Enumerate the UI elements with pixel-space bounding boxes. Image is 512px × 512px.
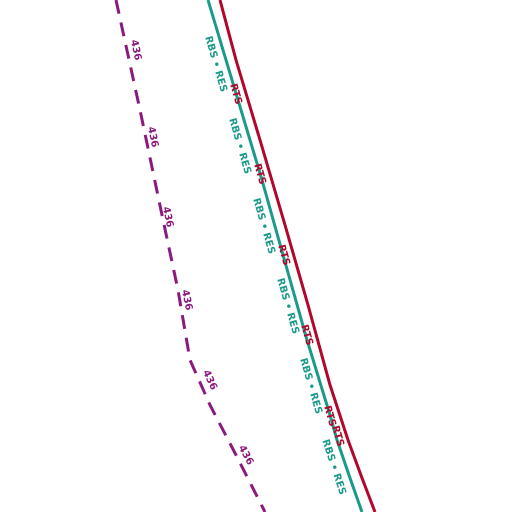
route-436-label: 436 — [128, 39, 143, 62]
route-436-line[interactable] — [114, 0, 267, 512]
route-rts-line[interactable] — [218, 0, 377, 512]
route-436-label: 436 — [160, 206, 175, 229]
route-rbs-res-line[interactable] — [206, 0, 364, 512]
route-436-label: 436 — [145, 126, 160, 149]
route-436-label: 436 — [179, 289, 194, 312]
